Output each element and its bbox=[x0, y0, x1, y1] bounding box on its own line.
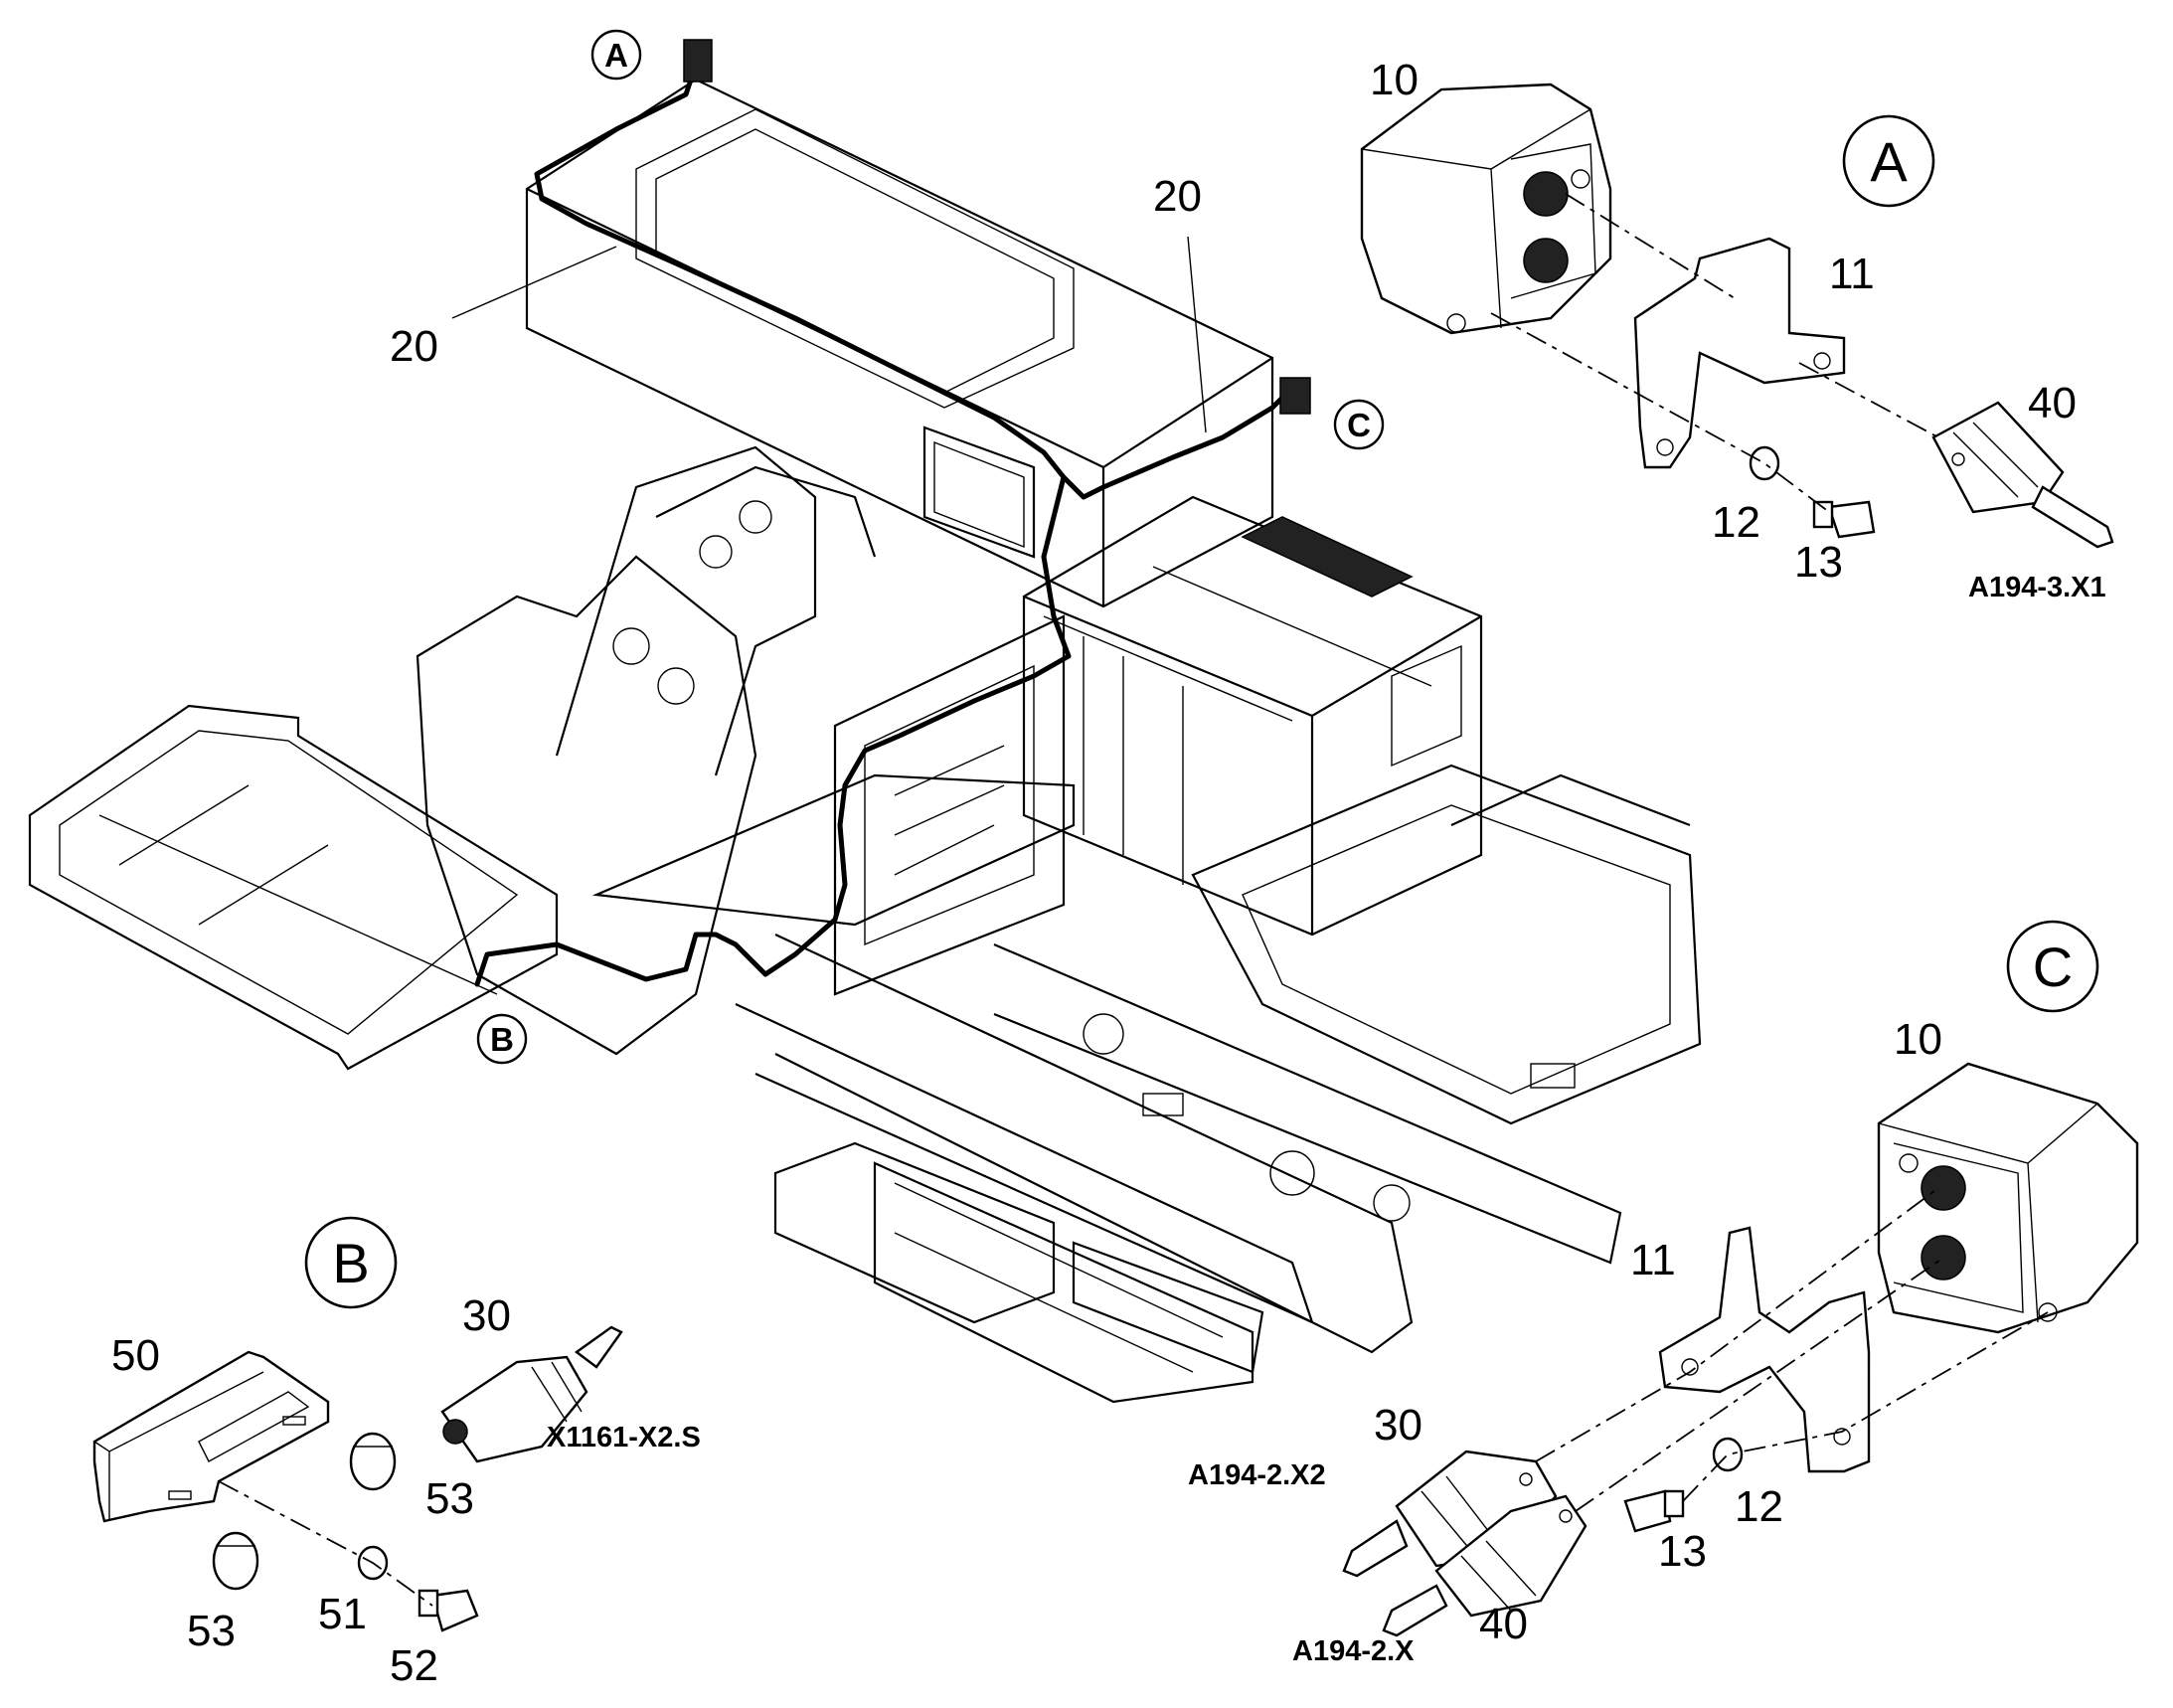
code-a194-2-x: A194-2.X bbox=[1292, 1635, 1415, 1667]
round-plug-icon bbox=[1519, 1472, 1533, 1486]
detail-marker-c-small: C bbox=[1333, 399, 1385, 450]
label-53-upper: 53 bbox=[425, 1474, 474, 1523]
round-plug-icon bbox=[442, 1419, 468, 1445]
code-x1161-x2-s: X1161-X2.S bbox=[547, 1422, 701, 1453]
bracket-c bbox=[1658, 1226, 1871, 1473]
connector-box-c bbox=[1877, 1062, 2139, 1334]
svg-text:B: B bbox=[332, 1232, 369, 1294]
label-11-a: 11 bbox=[1829, 250, 1875, 298]
cable-clamp-upper bbox=[349, 1432, 397, 1491]
code-a194-2-x2: A194-2.X2 bbox=[1188, 1459, 1326, 1491]
round-plug-icon bbox=[1559, 1509, 1573, 1523]
connector-box-a bbox=[1360, 83, 1612, 335]
detail-marker-b-small: B bbox=[476, 1013, 528, 1065]
connector-30-b bbox=[440, 1325, 623, 1463]
label-40-c: 40 bbox=[1479, 1600, 1528, 1648]
svg-text:A: A bbox=[1870, 130, 1908, 193]
svg-text:A: A bbox=[604, 37, 628, 74]
screw-b bbox=[418, 1589, 479, 1632]
label-20-right: 20 bbox=[1153, 172, 1202, 221]
detail-a-marker: A bbox=[1842, 114, 1935, 208]
label-51: 51 bbox=[318, 1590, 367, 1638]
label-52: 52 bbox=[390, 1641, 438, 1690]
label-40-a: 40 bbox=[2028, 379, 2077, 427]
label-11-c: 11 bbox=[1630, 1236, 1676, 1284]
label-13-a: 13 bbox=[1794, 538, 1843, 587]
detail-c-marker: C bbox=[2006, 920, 2099, 1013]
svg-text:C: C bbox=[1347, 407, 1371, 443]
screw-a bbox=[1812, 500, 1876, 539]
detail-b: B 50 30 53 bbox=[92, 1216, 701, 1690]
circle-letter-icon bbox=[1333, 399, 1385, 450]
circle-letter-icon bbox=[304, 1216, 398, 1309]
holder-plate bbox=[92, 1350, 330, 1523]
detail-b-marker: B bbox=[304, 1216, 398, 1309]
svg-text:C: C bbox=[2033, 936, 2073, 998]
code-a194-3-x1: A194-3.X1 bbox=[1968, 572, 2106, 603]
bracket-a bbox=[1633, 237, 1846, 469]
circle-letter-icon bbox=[476, 1013, 528, 1065]
screw-c bbox=[1623, 1489, 1685, 1533]
circle-letter-icon bbox=[2006, 920, 2099, 1013]
wiring-harness bbox=[474, 62, 1290, 987]
label-12-a: 12 bbox=[1712, 498, 1760, 547]
detail-a: A bbox=[1360, 56, 2114, 603]
label-10-a: 10 bbox=[1370, 56, 1419, 104]
label-12-c: 12 bbox=[1735, 1482, 1783, 1531]
connector-box-c-small bbox=[1279, 377, 1311, 415]
detail-marker-a-small: A bbox=[590, 29, 642, 81]
label-13-c: 13 bbox=[1658, 1527, 1707, 1576]
connector-40-a bbox=[1931, 401, 2114, 549]
circle-letter-icon bbox=[590, 29, 642, 81]
label-30-b: 30 bbox=[462, 1291, 511, 1340]
machine-frame-drawing bbox=[28, 78, 1702, 1404]
label-50: 50 bbox=[111, 1331, 160, 1380]
label-53-lower: 53 bbox=[187, 1607, 236, 1655]
connector-40-c bbox=[1382, 1494, 1588, 1637]
connector-box-a-small bbox=[683, 39, 713, 83]
cable-clamp-lower bbox=[212, 1531, 259, 1591]
label-20-left: 20 bbox=[390, 322, 438, 371]
detail-c: C bbox=[1188, 920, 2139, 1667]
circle-letter-icon bbox=[1842, 114, 1935, 208]
label-30-c: 30 bbox=[1374, 1401, 1422, 1450]
svg-text:B: B bbox=[490, 1021, 514, 1058]
washer-a bbox=[1749, 445, 1780, 481]
round-plug-icon bbox=[1951, 452, 1965, 466]
label-10-c: 10 bbox=[1894, 1015, 1942, 1064]
